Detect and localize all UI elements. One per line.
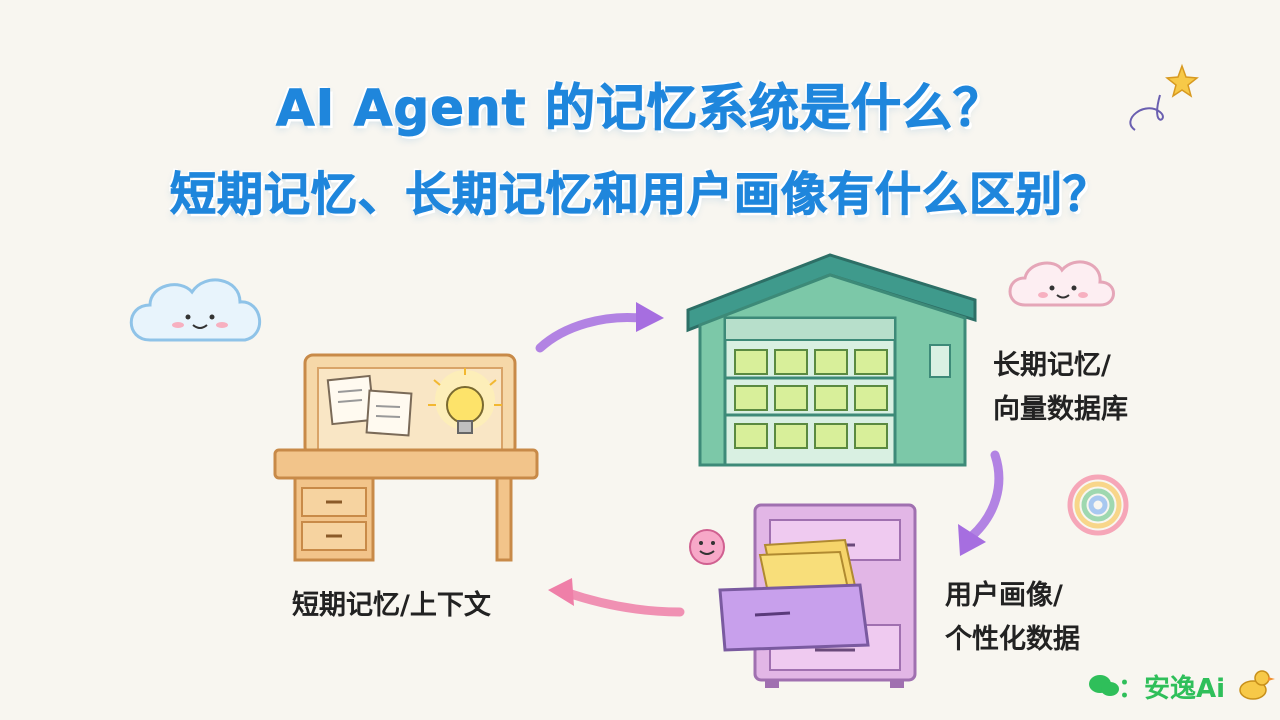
arrow-desk-to-warehouse xyxy=(535,302,664,353)
wechat-icon xyxy=(1089,675,1119,696)
arrow-cabinet-to-desk xyxy=(548,578,685,617)
title-line-1: AI Agent 的记忆系统是什么？ xyxy=(275,79,1004,138)
desk-illustration xyxy=(273,353,539,562)
arrow-warehouse-to-cabinet xyxy=(958,450,1004,556)
lightbulb-icon xyxy=(428,368,502,434)
user-profile-label-2: 个性化数据 xyxy=(945,624,1080,655)
brand-watermark: ：安逸Ai xyxy=(1090,668,1225,704)
cloud-left-icon xyxy=(129,278,262,342)
user-profile-label-1: 用户画像/ xyxy=(945,580,1063,611)
long-term-memory-label-2: 向量数据库 xyxy=(993,394,1128,425)
cabinet-illustration xyxy=(718,503,917,688)
smiley-icon xyxy=(689,529,725,565)
duck-icon xyxy=(1239,670,1275,700)
rainbow-icon xyxy=(1067,474,1129,536)
warehouse-illustration xyxy=(686,253,977,467)
cloud-right-icon xyxy=(1008,260,1115,307)
brand-separator: ： xyxy=(1118,674,1145,704)
short-term-memory-label: 短期记忆/上下文 xyxy=(292,590,491,621)
star-icon xyxy=(1129,63,1199,131)
brand-name: 安逸Ai xyxy=(1144,674,1226,704)
title-line-2: 短期记忆、长期记忆和用户画像有什么区别？ xyxy=(170,167,1110,222)
long-term-memory-label-1: 长期记忆/ xyxy=(993,350,1111,381)
